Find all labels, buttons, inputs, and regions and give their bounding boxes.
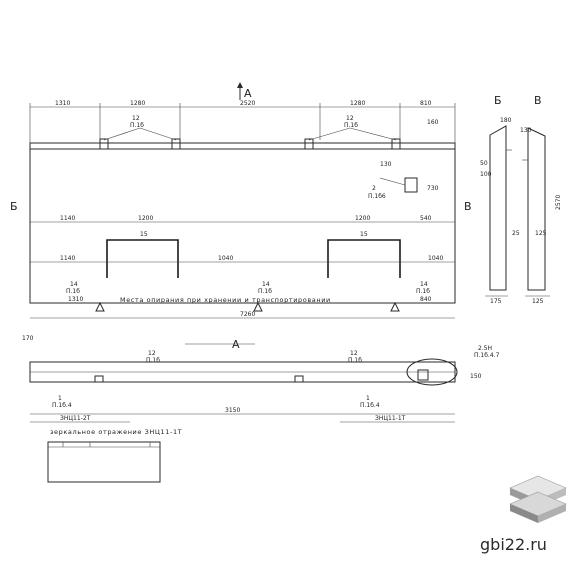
- svg-text:П.1б.4.7: П.1б.4.7: [474, 352, 500, 359]
- dim-top-3: 2520: [240, 100, 255, 107]
- weld-top-right: 12: [346, 115, 354, 122]
- svg-text:П.1б6: П.1б6: [368, 193, 386, 200]
- weld-top-right-2: П.1б: [344, 122, 358, 129]
- svg-text:125: 125: [535, 230, 547, 237]
- svg-text:П.1б: П.1б: [258, 288, 272, 295]
- right-view-label: В: [464, 200, 472, 213]
- svg-text:14: 14: [70, 281, 78, 288]
- dim-right-730: 730: [427, 185, 439, 192]
- svg-text:2: 2: [372, 185, 376, 192]
- dim-right-130: 130: [380, 161, 392, 168]
- section-height: 2570: [555, 195, 562, 210]
- svg-text:130: 130: [520, 127, 532, 134]
- svg-text:25: 25: [512, 230, 520, 237]
- loop-label-left: 15: [140, 231, 148, 238]
- plan-view: А 170 12 П.1б 12 П.1б 2.5Н П.1б.4.7 150 …: [22, 335, 500, 415]
- section-v-label: В: [534, 94, 542, 107]
- dim-mid-3: 1200: [355, 215, 370, 222]
- dim-top-1: 1310: [55, 100, 70, 107]
- code-left: ЗНЦ11-2Т: [60, 415, 91, 422]
- weld-top-left: 12: [132, 115, 140, 122]
- side-sections: Б В 180 130 50 100 25 125 2570 175 125: [480, 94, 562, 305]
- dim-bottom-2: 840: [420, 296, 432, 303]
- dim-mid-2: 1200: [138, 215, 153, 222]
- svg-text:П.1б: П.1б: [66, 288, 80, 295]
- loop-label-right: 15: [360, 231, 368, 238]
- svg-text:П.1б.4: П.1б.4: [360, 402, 380, 409]
- codes: ЗНЦ11-2Т ЗНЦ11-1Т зеркальное отражение З…: [30, 415, 455, 436]
- storage-note: Места опирания при хранении и транспорти…: [120, 296, 331, 304]
- mirror-thumbnail: [47, 441, 161, 483]
- view-arrow-a: А: [237, 82, 252, 100]
- svg-text:12: 12: [148, 350, 156, 357]
- dim-right-160: 160: [427, 119, 439, 126]
- svg-text:П.1б: П.1б: [146, 357, 160, 364]
- dim-mid-1: 1140: [60, 215, 75, 222]
- svg-text:14: 14: [262, 281, 270, 288]
- total-length: 7260: [240, 311, 255, 318]
- section-bottom-right: 125: [532, 298, 544, 305]
- plan-left-top: 170: [22, 335, 34, 342]
- section-b-label: Б: [494, 94, 502, 107]
- svg-text:1: 1: [58, 395, 62, 402]
- dim-top-5: 810: [420, 100, 432, 107]
- stacked-slabs-logo: [509, 475, 567, 523]
- svg-text:100: 100: [480, 171, 492, 178]
- dim-top-4: 1280: [350, 100, 365, 107]
- dim-low-2: 1040: [218, 255, 233, 262]
- view-arrow-label: А: [244, 87, 252, 100]
- left-view-label: Б: [10, 200, 18, 213]
- svg-text:50: 50: [480, 160, 488, 167]
- svg-text:1: 1: [366, 395, 370, 402]
- site-watermark: gbi22.ru: [480, 535, 547, 554]
- plan-right-side: 150: [470, 373, 482, 380]
- svg-text:П.1б.4: П.1б.4: [52, 402, 72, 409]
- main-elevation: 1310 1280 2520 1280 810 12 П.1б 12 П.1б …: [10, 100, 472, 319]
- svg-text:12: 12: [350, 350, 358, 357]
- dim-low-1: 1140: [60, 255, 75, 262]
- plan-view-label: А: [232, 338, 240, 351]
- svg-text:2.5Н: 2.5Н: [478, 345, 492, 352]
- svg-text:П.1б: П.1б: [348, 357, 362, 364]
- dim-mid-4: 540: [420, 215, 432, 222]
- section-bottom-left: 175: [490, 298, 502, 305]
- weld-top-left-2: П.1б: [130, 122, 144, 129]
- dim-bottom-1: 1310: [68, 296, 83, 303]
- plan-center: 3150: [225, 407, 240, 414]
- svg-text:14: 14: [420, 281, 428, 288]
- code-right: ЗНЦ11-1Т: [375, 415, 406, 422]
- svg-text:180: 180: [500, 117, 512, 124]
- dim-top-2: 1280: [130, 100, 145, 107]
- dim-low-3: 1040: [428, 255, 443, 262]
- svg-text:П.1б: П.1б: [416, 288, 430, 295]
- mirror-caption: зеркальное отражение ЗНЦ11-1Т: [50, 428, 182, 436]
